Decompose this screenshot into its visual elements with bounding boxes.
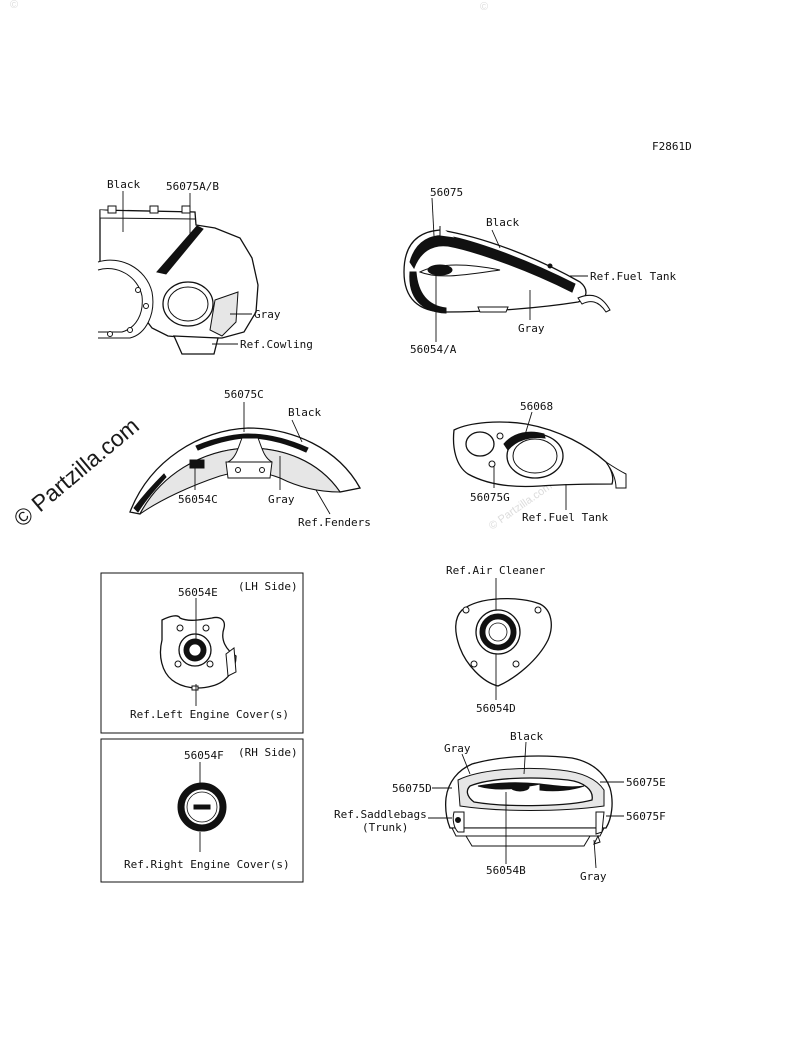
site-watermark: © Partzilla.com [9, 412, 144, 532]
fender-gray-label: Gray [268, 493, 295, 506]
tank-part-number: 56075 [430, 186, 463, 199]
tank-side-part-number-2: 56075G [470, 491, 510, 504]
trunk-ref-label: Ref.Saddlebags [334, 808, 427, 821]
right-engine-cover-illustration [177, 782, 227, 832]
lh-cover-box [100, 572, 304, 734]
cowling-black-label: Black [107, 178, 140, 191]
trunk-part-e: 56075E [626, 776, 666, 789]
rh-cover-part-number: 56054F [184, 749, 224, 762]
tank-ref-label: Ref.Fuel Tank [590, 270, 676, 283]
fuel-tank-illustration [403, 226, 611, 314]
trunk-gray-bottom-label: Gray [580, 870, 607, 883]
air-cleaner-part-number: 56054D [476, 702, 516, 715]
fender-ref-label: Ref.Fenders [298, 516, 371, 529]
tank-gray-label: Gray [518, 322, 545, 335]
cowling-gray-label: Gray [254, 308, 281, 321]
tank-side-ref-label: Ref.Fuel Tank [522, 511, 608, 524]
air-cleaner-illustration [455, 597, 552, 687]
trunk-illustration [444, 755, 613, 847]
fender-illustration [129, 427, 361, 515]
tank-black-label: Black [486, 216, 519, 229]
fender-emblem-number: 56054C [178, 493, 218, 506]
tank-side-part-number: 56068 [520, 400, 553, 413]
tank-emblem-number: 56054/A [410, 343, 457, 356]
trunk-gray-top-label: Gray [444, 742, 471, 755]
watermark-center: © Partzilla.com [487, 480, 555, 532]
fuel-tank-side-illustration [452, 421, 627, 489]
trunk-part-d: 56075D [392, 782, 432, 795]
fender-part-number: 56075C [224, 388, 264, 401]
watermark-top-center: © [480, 1, 488, 13]
lh-cover-part-number: 56054E [178, 586, 218, 599]
air-cleaner-ref-label: Ref.Air Cleaner [446, 564, 546, 577]
rh-cover-ref-label: Ref.Right Engine Cover(s) [124, 858, 290, 871]
watermark-top-left: © [10, 0, 18, 11]
trunk-emblem-number: 56054B [486, 864, 526, 877]
lh-side-label: (LH Side) [238, 580, 298, 593]
trunk-part-f: 56075F [626, 810, 666, 823]
rh-cover-box [100, 738, 304, 883]
trunk-ref-sub-label: (Trunk) [362, 821, 408, 834]
fender-black-label: Black [288, 406, 321, 419]
rh-side-label: (RH Side) [238, 746, 298, 759]
trunk-black-label: Black [510, 730, 543, 743]
cowling-part-number: 56075A/B [166, 180, 219, 193]
figure-code: F2861D [652, 140, 692, 153]
cowling-illustration [97, 205, 259, 355]
cowling-ref-label: Ref.Cowling [240, 338, 313, 351]
lh-cover-ref-label: Ref.Left Engine Cover(s) [130, 708, 289, 721]
left-engine-cover-illustration [159, 615, 237, 691]
